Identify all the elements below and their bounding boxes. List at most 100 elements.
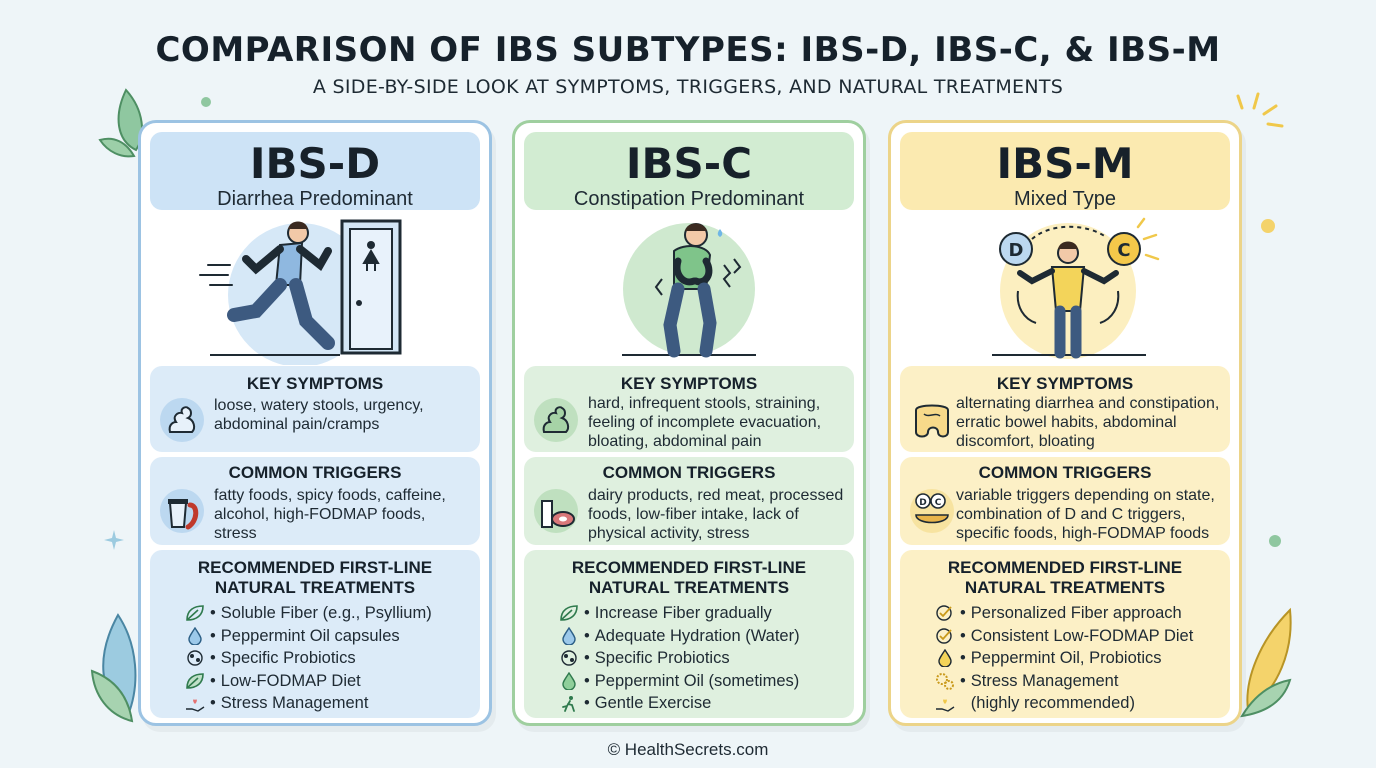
ibs-c-common-triggers-panel: COMMON TRIGGERS dairy products, red meat… [524,457,854,545]
treatment-text: Gentle Exercise [594,694,712,713]
milk-and-meat-icon [534,489,578,533]
ibs-m-title: IBS-M [996,139,1134,188]
ibs-d-header: IBS-D Diarrhea Predominant [150,132,480,210]
trigger-line: dairy products, red meat, processed [588,487,844,504]
list-item: •Increase Fiber gradually [558,602,858,625]
leaf-icon [560,605,578,622]
list-item: •Low-FODMAP Diet [184,670,484,693]
check-circle-icon [936,628,952,644]
list-item: •(highly recommended) [934,692,1234,715]
ibs-c-treatments-list: •Increase Fiber gradually •Adequate Hydr… [558,602,858,715]
ibs-d-card: IBS-D Diarrhea Predominant KEY SYMPTOMS … [138,120,492,726]
ibs-c-symptoms-text: hard, infrequent stools, straining, feel… [588,394,850,451]
list-item: •Specific Probiotics [558,647,858,670]
ibs-d-description: Diarrhea Predominant [217,188,413,210]
ibs-m-symptoms-text: alternating diarrhea and constipation, e… [956,394,1228,451]
ibs-c-card: IBS-C Constipation Predominant KEY SYMPT… [512,120,866,726]
runner-icon [562,695,575,712]
common-triggers-heading: COMMON TRIGGERS [978,463,1152,482]
page-subtitle: A SIDE-BY-SIDE LOOK AT SYMPTOMS, TRIGGER… [312,76,1064,98]
drop-icon [938,649,952,668]
list-item: •Peppermint Oil capsules [184,625,484,648]
list-item: •Personalized Fiber approach [934,602,1234,625]
ibs-d-treatments-list: •Soluble Fiber (e.g., Psyllium) •Pepperm… [184,602,484,715]
trigger-line: physical activity, stress [588,525,750,542]
ibs-d-symptoms-text: loose, watery stools, urgency, abdominal… [214,396,476,434]
treatment-text: Specific Probiotics [220,649,356,668]
list-item: •Stress Management [934,670,1234,693]
treatment-text: Peppermint Oil capsules [220,626,400,645]
ibs-c-key-symptoms-panel: KEY SYMPTOMS hard, infrequent stools, st… [524,366,854,452]
ibs-d-key-symptoms-panel: KEY SYMPTOMS loose, watery stools, urgen… [150,366,480,452]
dot-decoration [1261,219,1275,233]
ibs-c-header: IBS-C Constipation Predominant [524,132,854,210]
treatments-heading-line2: NATURAL TREATMENTS [214,578,416,597]
trigger-line: stress [214,525,257,542]
trigger-line: combination of D and C triggers, [956,506,1186,523]
person-juggling-d-and-c-illustration: D C [992,217,1160,359]
symptom-line: bloating, abdominal pain [588,433,762,450]
ibs-m-treatments-list: •Personalized Fiber approach •Consistent… [934,602,1234,715]
list-item: •Consistent Low-FODMAP Diet [934,625,1234,648]
ibs-d-triggers-text: fatty foods, spicy foods, caffeine, alco… [214,486,476,543]
treatments-heading-line1: RECOMMENDED FIRST-LINE [571,558,807,577]
symptom-line: alternating diarrhea and constipation, [956,395,1220,412]
treatment-text: Increase Fiber gradually [594,604,772,622]
ibs-d-common-triggers-panel: COMMON TRIGGERS fatty foods, spicy foods… [150,457,480,545]
common-triggers-heading: COMMON TRIGGERS [602,463,776,482]
list-item: •Stress Management [184,692,484,715]
person-running-to-restroom-illustration [199,219,402,365]
page-title: COMPARISON OF IBS SUBTYPES: IBS-D, IBS-C… [155,30,1221,70]
symptom-line: erratic bowel habits, abdominal [956,414,1177,431]
leaf-icon [186,605,204,622]
ibs-d-title: IBS-D [249,139,381,188]
ibs-m-common-triggers-panel: COMMON TRIGGERS D C variable triggers de… [900,457,1230,545]
symptom-line: feeling of incomplete evacuation, [588,414,822,431]
treatment-text: (highly recommended) [970,694,1135,713]
trigger-line: foods, low-fiber intake, lack of [588,506,799,523]
probiotic-icon [187,650,203,667]
drop-icon [562,672,576,691]
drop-icon [188,626,202,645]
person-straining-with-cramps-illustration [622,223,756,358]
hand-heart-icon [186,699,205,712]
treatment-text: Adequate Hydration (Water) [594,626,800,645]
list-item: •Soluble Fiber (e.g., Psyllium) [184,602,484,625]
treatment-text: Specific Probiotics [594,649,730,668]
leaves-bottom-left-decoration [90,613,137,723]
treatments-heading-line2: NATURAL TREATMENTS [588,578,790,597]
ibs-c-treatments-panel: RECOMMENDED FIRST-LINE NATURAL TREATMENT… [524,550,854,718]
treatment-text: Peppermint Oil, Probiotics [970,649,1162,668]
sparkle-decoration [104,530,124,550]
dot-decoration [201,97,211,107]
leaves-bottom-right-decoration [1240,607,1292,718]
trigger-line: fatty foods, spicy foods, caffeine, [214,487,446,504]
trigger-line: alcohol, high-FODMAP foods, [214,506,426,523]
treatment-text: Peppermint Oil (sometimes) [594,671,800,690]
stool-icon [160,398,204,442]
hand-heart-icon [936,699,955,712]
symptom-line: discomfort, bloating [956,433,1095,450]
list-item: •Specific Probiotics [184,647,484,670]
drop-icon [562,626,576,645]
symptom-line: abdominal pain/cramps [214,416,380,433]
svg-text:D: D [919,498,926,508]
check-circle-icon [936,605,952,621]
common-triggers-heading: COMMON TRIGGERS [228,463,402,482]
treatment-text: Stress Management [970,671,1119,690]
trigger-line: specific foods, high-FODMAP foods [956,525,1210,542]
treatments-heading-line2: NATURAL TREATMENTS [964,578,1166,597]
leaf-icon [186,673,204,689]
sun-rays-decoration [1236,92,1284,128]
symptom-line: hard, infrequent stools, straining, [588,395,821,412]
probiotic-icon [561,650,577,667]
copyright-footer: © HealthSecrets.com [607,740,769,759]
treatments-heading-line1: RECOMMENDED FIRST-LINE [197,558,433,577]
list-item: •Peppermint Oil (sometimes) [558,670,858,693]
ibs-m-triggers-text: variable triggers depending on state, co… [956,486,1228,543]
intestine-icon [915,404,949,438]
dot-decoration [1269,535,1281,547]
key-symptoms-heading: KEY SYMPTOMS [996,374,1134,393]
ibs-c-title: IBS-C [625,139,753,188]
svg-text:C: C [935,498,942,508]
